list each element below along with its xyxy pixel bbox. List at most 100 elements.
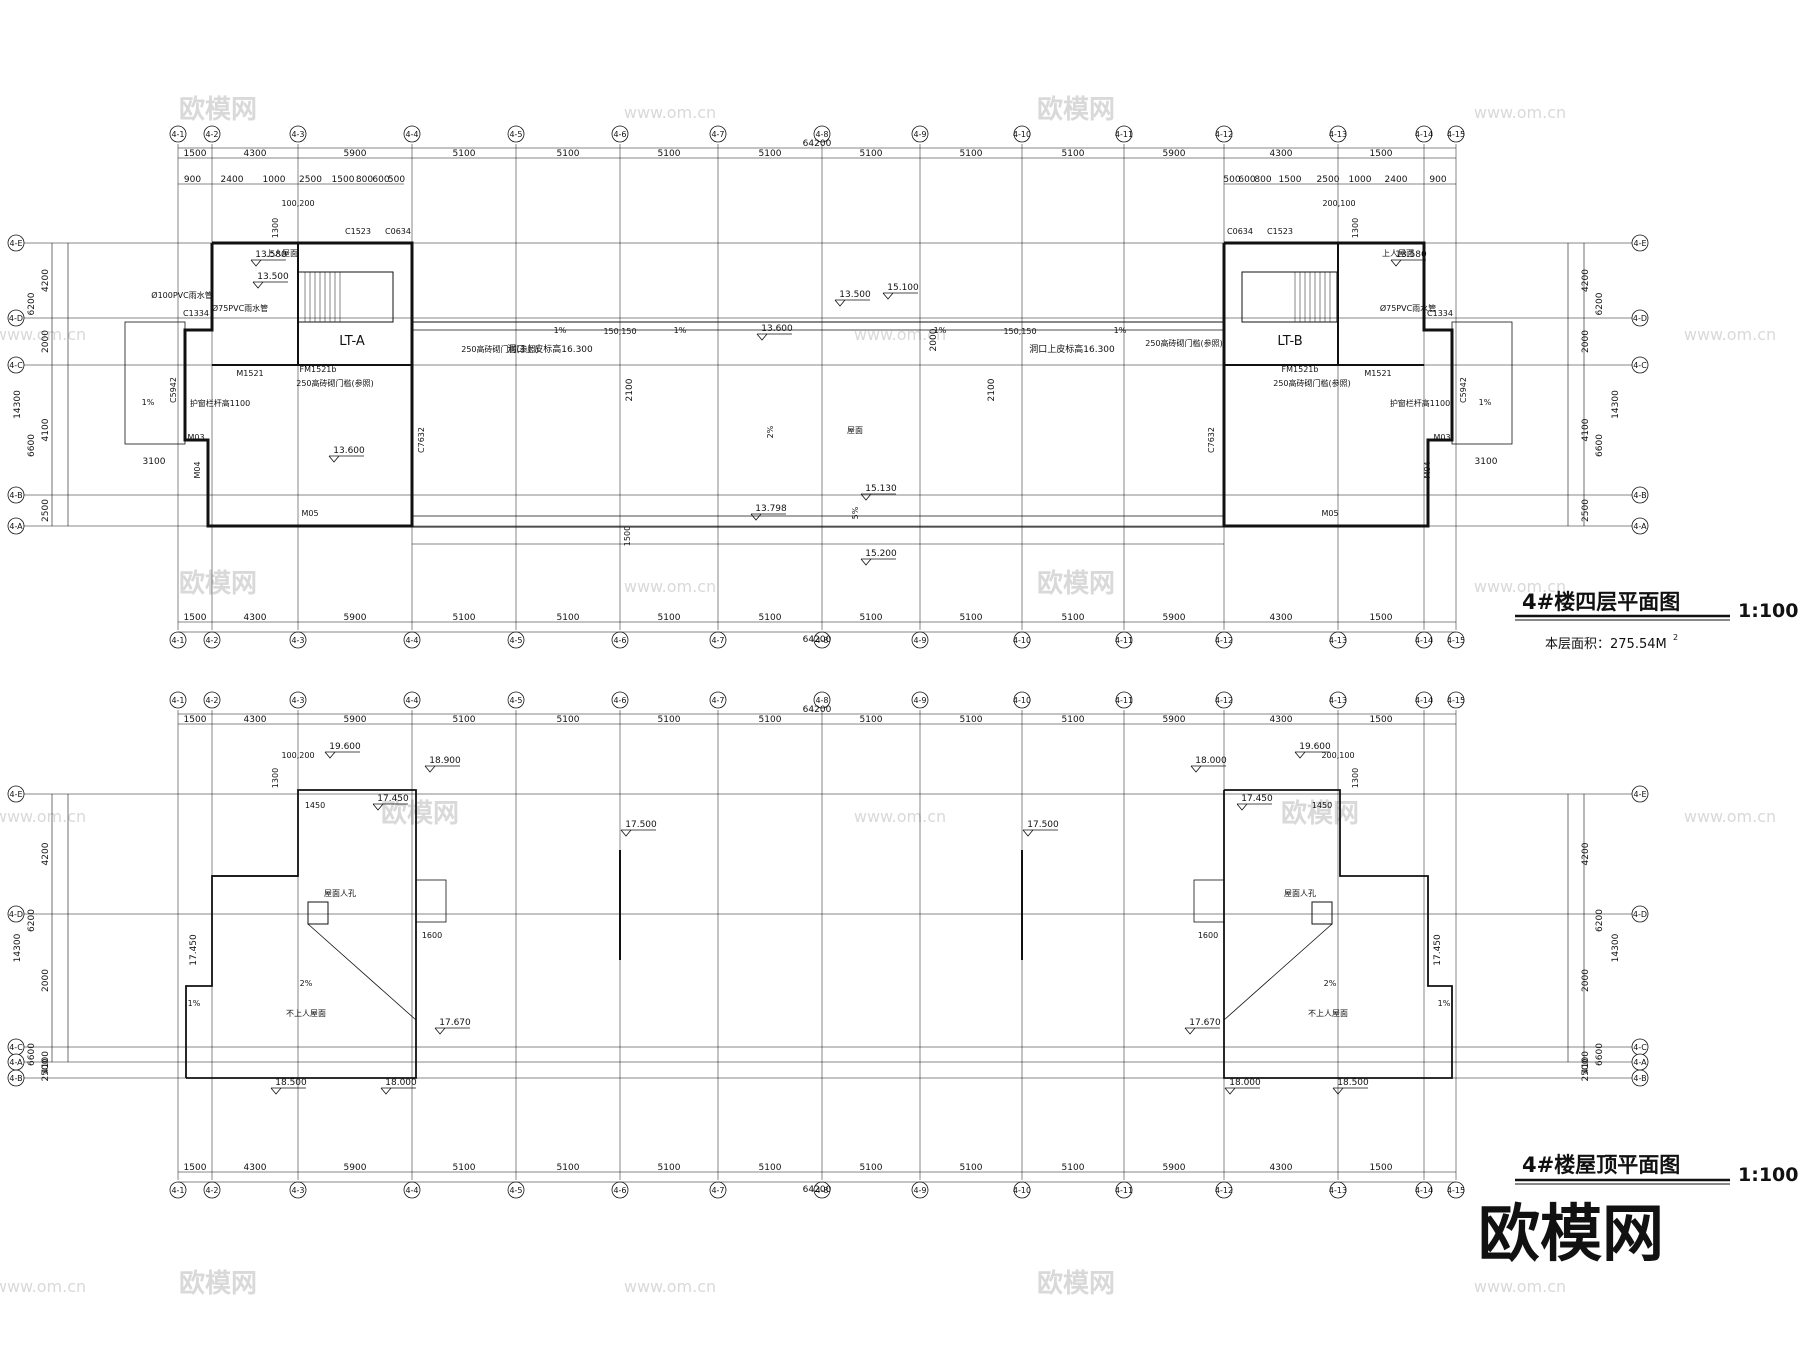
slope-label: 1% xyxy=(142,398,155,407)
axis-bubble-top xyxy=(1415,691,1433,709)
segment-dimension: 1500 xyxy=(184,715,207,725)
watermark-url: www.om.cn xyxy=(1474,103,1566,122)
total-dimension: 64200 xyxy=(803,1185,832,1195)
watermark-text: 欧模网 xyxy=(381,798,459,829)
side-dimension: 14300 xyxy=(13,933,23,962)
watermark-text: 欧模网 xyxy=(1037,94,1115,125)
dimension-text: 3100 xyxy=(143,457,166,467)
pipe-label: Ø100PVC雨水管 xyxy=(151,290,212,300)
rail-label: 护窗栏杆高1100 xyxy=(190,398,250,408)
axis-bubble-top xyxy=(1013,691,1031,709)
segment-dimension: 5100 xyxy=(658,149,681,159)
axis-label: 4-14 xyxy=(1415,696,1433,705)
side-dimension: 2000 xyxy=(41,330,51,353)
dimension-text: 3100 xyxy=(1475,457,1498,467)
segment-dimension: 4300 xyxy=(244,1163,267,1173)
pipe-label: Ø75PVC雨水管 xyxy=(1380,303,1436,313)
dimension-text: 1500 xyxy=(623,526,632,546)
side-dimension: 6600 xyxy=(1595,1043,1605,1066)
dimension-text: 1300 xyxy=(1351,218,1360,238)
segment-dimension: 4300 xyxy=(1270,613,1293,623)
elevation-symbol xyxy=(424,765,436,773)
axis-label: 4-6 xyxy=(613,130,626,139)
axis-label: 4-D xyxy=(9,910,23,919)
dimension-text: 150,150 xyxy=(1003,327,1036,336)
axis-label: 4-9 xyxy=(913,636,926,645)
axis-label: 4-10 xyxy=(1013,1186,1031,1195)
side-dimension: 2500 xyxy=(1581,499,1591,522)
segment-dimension: 1500 xyxy=(184,1163,207,1173)
axis-label: 4-C xyxy=(9,1043,23,1052)
plan1-area: 本层面积：275.54M xyxy=(1545,637,1667,652)
axis-label: 4-C xyxy=(1633,1043,1647,1052)
stair-label-left: LT-A xyxy=(339,334,365,349)
segment-dimension: 5100 xyxy=(759,613,782,623)
axis-label: 4-3 xyxy=(291,636,304,645)
dimension-text: 1600 xyxy=(422,931,442,940)
elevation-symbol xyxy=(1332,1087,1344,1095)
sub-dimension: 600 xyxy=(372,175,389,185)
elevation-label: 19.600 xyxy=(329,742,361,752)
elevation-symbol xyxy=(620,829,632,837)
side-dimension: 4100 xyxy=(41,1051,51,1074)
segment-dimension: 5100 xyxy=(453,1163,476,1173)
segment-dimension: 5100 xyxy=(960,613,983,623)
axis-label: 4-4 xyxy=(405,636,418,645)
balcony-left xyxy=(124,321,186,445)
slope-label: 2% xyxy=(1324,979,1337,988)
sub-dimension: 1000 xyxy=(1349,175,1372,185)
axis-label: 4-B xyxy=(1633,1074,1646,1083)
total-dimension: 64200 xyxy=(803,705,832,715)
door-label: M1521 xyxy=(236,369,263,378)
axis-label: 4-5 xyxy=(509,1186,522,1195)
axis-label: 4-15 xyxy=(1447,1186,1465,1195)
segment-dimension: 1500 xyxy=(184,149,207,159)
axis-bubble-left xyxy=(7,517,25,535)
segment-dimension: 1500 xyxy=(1370,1163,1393,1173)
window-label: C0634 xyxy=(1227,227,1253,236)
watermark-text: 欧模网 xyxy=(1037,1268,1115,1299)
segment-dimension: 5100 xyxy=(1062,613,1085,623)
segment-dimension: 4300 xyxy=(244,149,267,159)
elevation-label: 17.450 xyxy=(1433,934,1443,966)
elevation-symbol xyxy=(270,1087,282,1095)
axis-label: 4-14 xyxy=(1415,1186,1433,1195)
door-label: M03 xyxy=(1433,433,1450,442)
plan2-title: 4#楼屋顶平面图 xyxy=(1522,1153,1680,1177)
door-label: FM1521b xyxy=(1282,365,1319,374)
door-label: M05 xyxy=(1321,509,1338,518)
axis-label: 4-13 xyxy=(1329,636,1347,645)
elevation-symbol xyxy=(1190,765,1202,773)
side-dimension: 2000 xyxy=(41,969,51,992)
dimension-text: 150,150 xyxy=(603,327,636,336)
elevation-label: 17.670 xyxy=(439,1018,471,1028)
side-dimension: 2500 xyxy=(41,499,51,522)
slope-label: 1% xyxy=(674,326,687,335)
segment-dimension: 5900 xyxy=(1163,149,1186,159)
dimension-text: 1300 xyxy=(1351,768,1360,788)
axis-label: 4-8 xyxy=(815,636,828,645)
roof-parapet-left xyxy=(415,879,447,923)
watermark-url: www.om.cn xyxy=(0,807,86,826)
side-dimension: 6200 xyxy=(27,292,37,315)
window-label: C5942 xyxy=(1459,377,1468,403)
elevation-symbol xyxy=(372,803,384,811)
axis-label: 4-C xyxy=(9,361,23,370)
axis-bubble-top xyxy=(203,125,221,143)
axis-label: 4-E xyxy=(1633,239,1646,248)
axis-bubble-right xyxy=(1631,785,1649,803)
elevation-label: 18.500 xyxy=(1337,1078,1369,1088)
axis-label: 4-C xyxy=(1633,361,1647,370)
dimension-text: 1300 xyxy=(271,768,280,788)
axis-bubble-top xyxy=(1215,691,1233,709)
axis-bubble-top xyxy=(1115,125,1133,143)
segment-dimension: 5900 xyxy=(344,715,367,725)
watermark-url: www.om.cn xyxy=(854,807,946,826)
slope-label: 1% xyxy=(188,999,201,1008)
window-label: C1523 xyxy=(1267,227,1293,236)
axis-label: 4-A xyxy=(1633,1058,1647,1067)
watermark-text: 欧模网 xyxy=(179,568,257,599)
elevation-symbol xyxy=(756,333,768,341)
axis-bubble-top xyxy=(1447,691,1465,709)
